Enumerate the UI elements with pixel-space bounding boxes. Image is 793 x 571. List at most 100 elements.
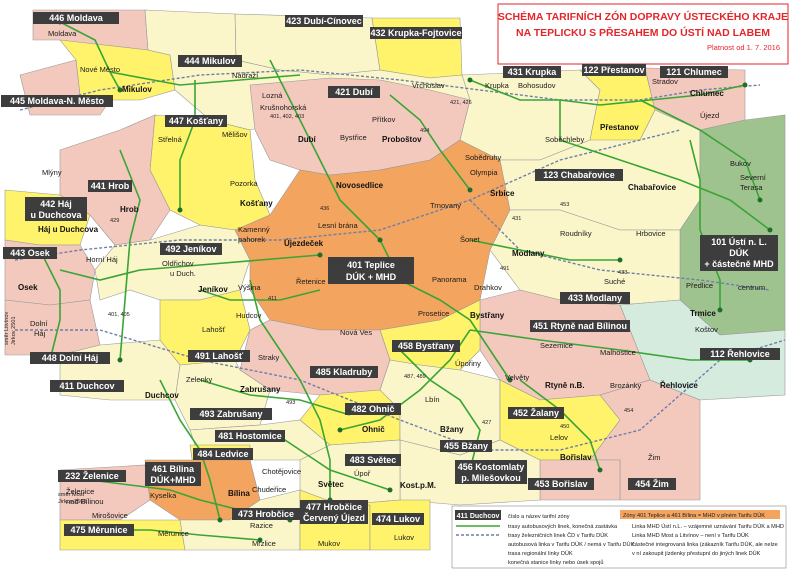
zone-442-label-b: u Duchcova: [30, 210, 82, 220]
lines-k: 427: [482, 420, 491, 426]
direction-notes: směr Litvínov Jirkov 2501 směr Most Jirk…: [4, 312, 87, 505]
place-mrzlice: Mrzlice: [252, 539, 276, 548]
place-centrum: centrum: [738, 283, 765, 292]
zone-232-label: 232 Želenice: [65, 470, 119, 481]
legend-l3: trasy železničních linek ČD v Tarifu DÚK: [508, 532, 608, 539]
place-olbr1: Oldřichov: [162, 259, 194, 268]
legend-zone-box: 411 Duchcov: [457, 513, 500, 520]
place-chabarovice: Chabařovice: [628, 183, 677, 192]
place-pozorka: Pozorka: [230, 179, 258, 188]
dir-most-2: Jirkov 2501: [58, 499, 87, 505]
zone-453-label: 453 Bořislav: [534, 479, 587, 489]
place-nove-mesto: Nové Město: [80, 65, 120, 74]
zone-451-label: 451 Rtyně nad Bílinou: [533, 321, 627, 331]
lines-i: 401, 405: [108, 312, 130, 318]
zone-474-label: 474 Lukov: [376, 514, 420, 524]
lines-n: 454: [624, 408, 633, 414]
place-bystrice: Bystřice: [340, 133, 367, 142]
place-roudniky: Roudníky: [560, 229, 592, 238]
lines-m: 493: [286, 400, 295, 406]
place-sonet: Šonet: [460, 235, 481, 244]
legend-r3: Linka MHD Most a Litvínov – není v Tarif…: [632, 532, 749, 539]
place-trmice: Trmice: [690, 309, 716, 318]
zone-411-label: 411 Duchcov: [59, 381, 114, 391]
zone-444-label: 444 Mikulov: [184, 56, 235, 66]
place-rtyne: Rtyně n.B.: [545, 381, 585, 390]
legend-r2: Linka MHD Ústí n.L. – vzájemné uznávání …: [632, 523, 784, 530]
place-dolni-haj2: Háj: [34, 329, 46, 338]
place-lbin: Lbín: [425, 395, 440, 404]
place-rehlovice: Řehlovice: [660, 381, 698, 390]
zone-484-label: 484 Ledvice: [197, 449, 248, 459]
place-ohnic: Ohnič: [362, 425, 385, 434]
place-terasa: Terasa: [740, 183, 763, 192]
legend-l1: číslo a název tarifní zóny: [508, 514, 570, 520]
place-borislav: Bořislav: [560, 453, 592, 462]
place-panorama: Panorama: [432, 275, 467, 284]
place-probostov: Proboštov: [382, 135, 422, 144]
place-hrob: Hrob: [120, 205, 139, 214]
place-zim: Žim: [648, 453, 661, 462]
place-melisov: Mělišov: [222, 130, 248, 139]
place-trnovany: Trnovany: [430, 201, 461, 210]
zone-101-label-c: + částečně MHD: [704, 259, 774, 269]
place-brozanky: Brozánky: [610, 381, 642, 390]
lines-d: 429: [110, 218, 119, 224]
place-bohosudov: Bohosudov: [518, 81, 556, 90]
place-lukov: Lukov: [394, 533, 414, 542]
zone-441-label: 441 Hrob: [91, 181, 130, 191]
zone-423-label: 423 Dubí-Cínovec: [286, 16, 362, 26]
zone-461-label-a: 461 Bílina: [152, 464, 195, 474]
place-sobedruhy2: Sobědruhy: [465, 153, 502, 162]
place-lahost: Lahošť: [202, 325, 225, 334]
place-upor: Úpoř: [354, 469, 371, 478]
place-chotejovice: Chotějovice: [262, 467, 301, 476]
zone-101-label-b: DÚK: [729, 247, 749, 258]
zone-401-area[interactable]: [234, 139, 511, 331]
legend-l5: trasa regionální linky DÚK: [508, 550, 573, 557]
place-sobedruhy: Soběchleby: [545, 135, 584, 144]
zone-483-label: 483 Světec: [350, 455, 397, 465]
place-razice: Razice: [250, 521, 273, 530]
place-hudcov: Hudcov: [236, 311, 262, 320]
place-stradov: Stradov: [652, 77, 678, 86]
place-lesni: Lesní brána: [318, 221, 358, 230]
place-mejny: Mlýny: [42, 168, 62, 177]
place-chuderice: Chudeřice: [252, 485, 286, 494]
place-krusnohorska: Krušnohorská: [260, 103, 307, 112]
legend-r1: Zóny 401 Teplice a 461 Bílina = MHD v pl…: [623, 512, 765, 519]
lines-c: 494: [420, 128, 429, 134]
zone-455-label: 455 Bžany: [444, 441, 488, 451]
place-zelenky: Zelenky: [186, 375, 213, 384]
lines-e: 436: [320, 206, 329, 212]
place-mirosovice: Mirošovice: [92, 511, 128, 520]
place-suche: Suché: [604, 277, 625, 286]
place-pritkov: Přítkov: [372, 115, 396, 124]
legend: 411 Duchcov číslo a název tarifní zóny t…: [451, 505, 787, 569]
zone-448-label: 448 Dolní Háj: [42, 353, 99, 363]
place-bystrany: Bystřany: [470, 311, 505, 320]
place-moldava: Moldava: [48, 29, 77, 38]
place-osek: Osek: [18, 283, 38, 292]
place-lozna: Lozná: [262, 91, 283, 100]
place-srbice: Srbice: [490, 189, 515, 198]
dir-litvinov: směr Litvínov: [4, 312, 10, 345]
zone-458-label: 458 Bystřany: [398, 341, 454, 351]
place-kostpm: Kost.p.M.: [400, 481, 436, 490]
zone-481-label: 481 Hostomice: [218, 431, 282, 441]
zone-461-label-b: DÚK+MHD: [150, 474, 196, 485]
place-names: Moldava Nové Město Mikulov Nádraží Lozná…: [18, 29, 767, 548]
place-merunice: Měrunice: [158, 529, 189, 538]
place-hrbovice: Hrbovice: [636, 229, 666, 238]
lines-o: 433: [618, 270, 627, 276]
place-zabrusany: Zabrušany: [240, 385, 281, 394]
legend-r4: částečné integrovaná linka (zákazník Tar…: [632, 541, 778, 548]
place-predlice: Předlice: [686, 281, 713, 290]
zone-452-label: 452 Žalany: [513, 407, 559, 418]
zone-475-label: 475 Měrunice: [70, 525, 127, 535]
place-jenikov: Jeníkov: [198, 285, 228, 294]
zone-401-label-b: DÚK + MHD: [346, 271, 397, 282]
title-line-2: NA TEPLICKU S PŘESAHEM DO ÚSTÍ NAD LABEM: [516, 26, 770, 39]
place-krupka: Krupka: [485, 81, 510, 90]
place-olbr2: u Duch.: [170, 269, 196, 278]
